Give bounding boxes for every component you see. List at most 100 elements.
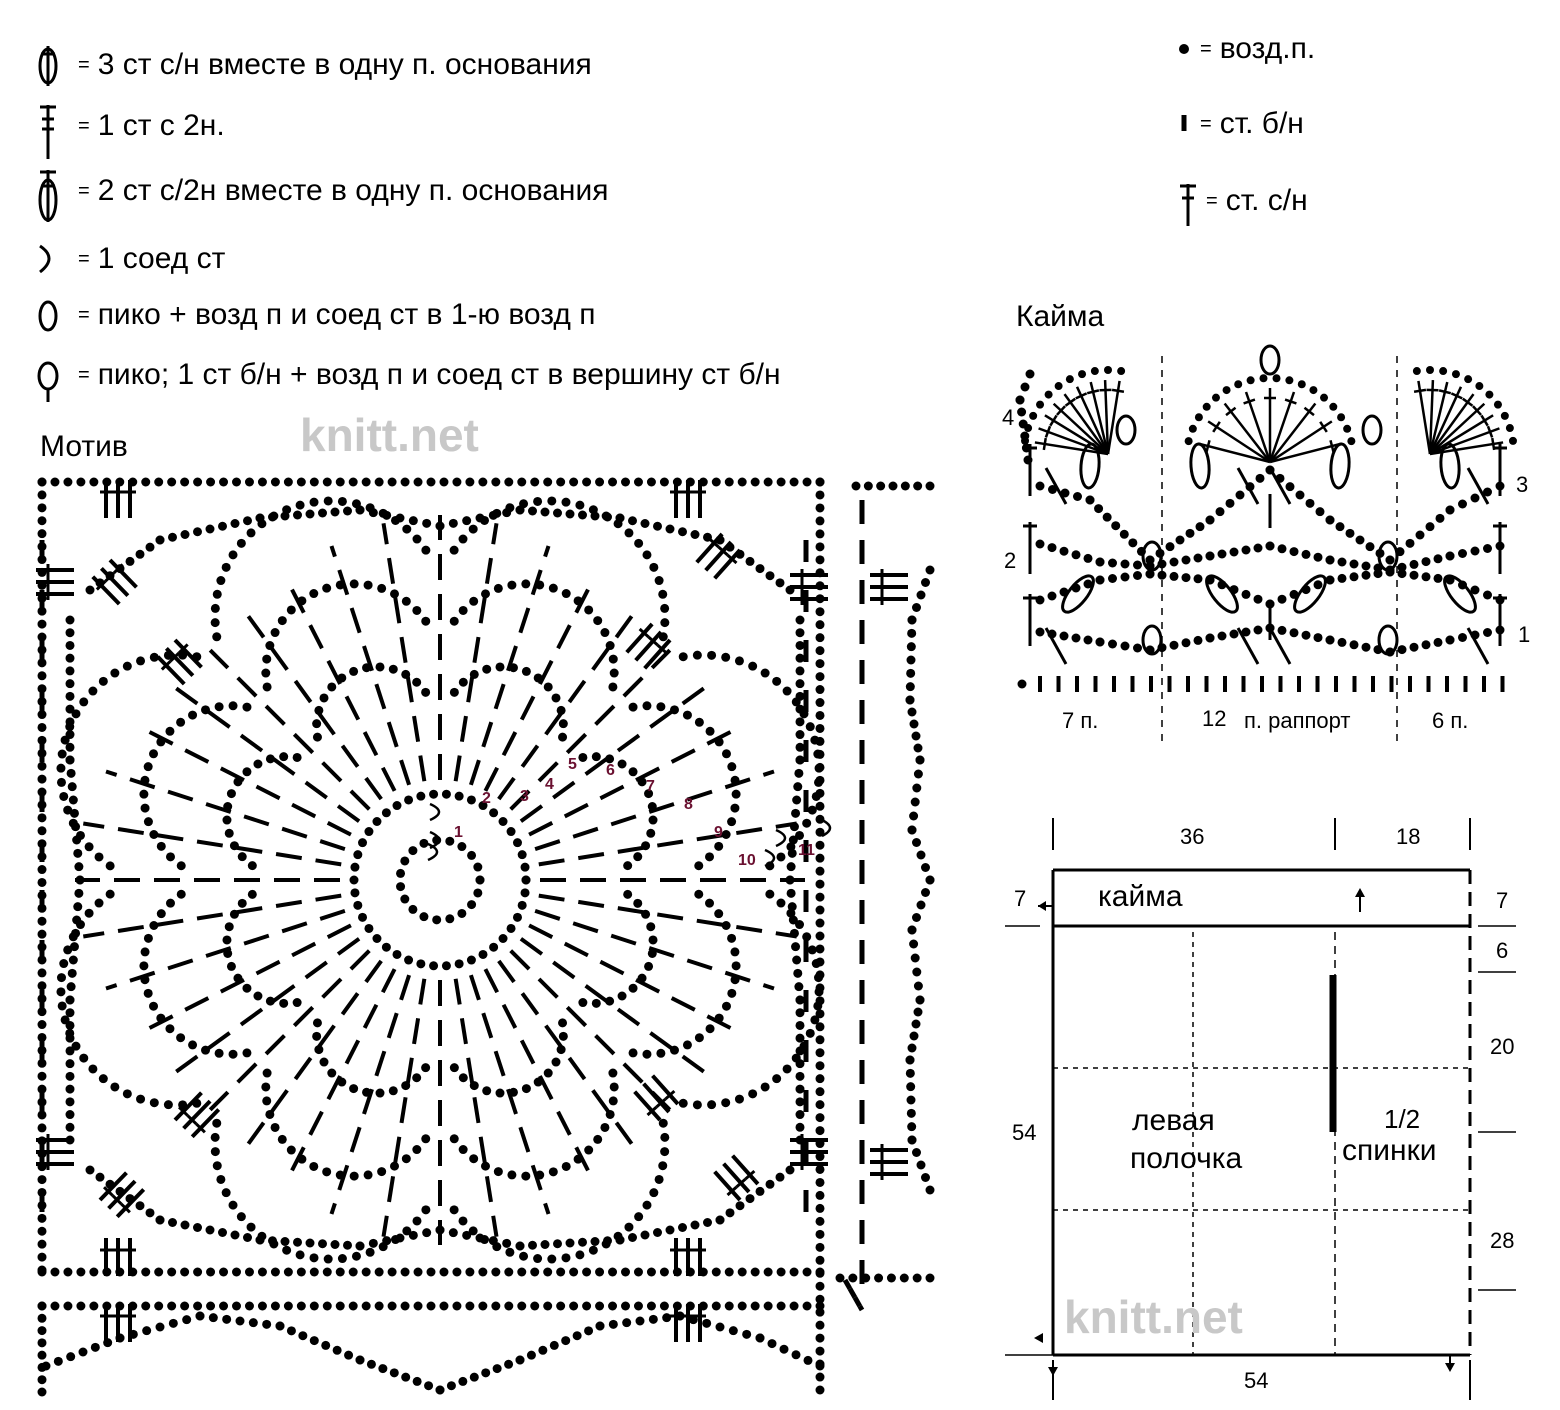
chain-dot <box>163 1100 173 1110</box>
chain-dot <box>469 669 479 679</box>
round-number: 10 <box>738 852 756 869</box>
chain-dot <box>813 1001 823 1011</box>
chain-dot <box>143 933 153 943</box>
chain-dot <box>378 1364 388 1374</box>
chain-dot <box>533 673 543 683</box>
chain-dot <box>815 1268 825 1278</box>
stitch-line <box>336 937 361 956</box>
chain-dot <box>628 1233 637 1242</box>
chain-dot <box>916 900 926 910</box>
chain-dot <box>312 732 322 742</box>
chain-dot <box>795 1059 805 1069</box>
chain-dot <box>37 1338 47 1348</box>
chain-dot <box>654 1174 664 1184</box>
chain-dot <box>65 717 75 727</box>
chain-dot <box>1193 553 1203 563</box>
stitch-line <box>1429 441 1504 456</box>
chain-dot <box>578 1237 587 1247</box>
chain-dot <box>644 961 654 971</box>
half-back-label-1: 1/2 <box>1384 1104 1421 1134</box>
chain-dot <box>795 1020 805 1030</box>
stitch-line <box>308 1110 324 1136</box>
chain-dot <box>478 949 488 959</box>
chain-dot <box>595 1301 605 1311</box>
chain-dot <box>495 1088 505 1098</box>
chain-dot <box>734 656 744 666</box>
chain-dot <box>262 682 272 692</box>
chain-dot <box>98 676 108 686</box>
chain-dot <box>755 1186 765 1196</box>
chain-dot <box>368 508 378 518</box>
chain-dot <box>210 618 220 628</box>
chain-dot <box>63 1267 73 1277</box>
chain-dot <box>37 1226 47 1236</box>
legend-item-dc: = ст. с/н <box>1176 176 1308 226</box>
chain-dot <box>458 1145 468 1155</box>
stitch-line <box>610 814 637 827</box>
equals-sign: = <box>78 363 90 386</box>
chain-dot <box>662 1313 672 1323</box>
chain-dot <box>343 1240 352 1250</box>
chain-dot <box>85 1165 95 1175</box>
chain-dot <box>1241 627 1251 637</box>
chain-dot <box>275 1321 285 1331</box>
chain-dot <box>538 1345 548 1355</box>
tr-cluster <box>1061 574 1095 614</box>
round-number: 5 <box>568 756 577 773</box>
stitch-line <box>459 1017 468 1045</box>
stitch-line <box>169 651 181 663</box>
round-number: 6 <box>606 762 615 779</box>
stitch-line <box>329 545 337 558</box>
chain-dot <box>223 802 233 812</box>
chain-dot <box>795 1084 805 1094</box>
stitch-line <box>622 1062 644 1084</box>
chain-dot <box>775 1172 785 1182</box>
chain-dot <box>912 967 922 977</box>
stitch-line <box>164 646 195 678</box>
stitch-line <box>565 732 588 755</box>
chain-dot <box>916 850 926 860</box>
stitch-line <box>1472 405 1482 416</box>
stitch-line <box>528 923 554 939</box>
chain-dot <box>591 998 601 1008</box>
stitch-line <box>731 1154 760 1186</box>
chain-dot <box>56 777 66 787</box>
chain-dot <box>348 1301 358 1311</box>
chain-dot <box>498 933 508 943</box>
chain-dot <box>454 959 464 969</box>
chain-dot <box>395 1233 405 1243</box>
chain-dot <box>906 655 916 665</box>
chain-dot <box>212 589 222 599</box>
chain-dot <box>1108 558 1117 568</box>
chain-dot <box>792 955 802 965</box>
stitch-line <box>1268 467 1292 505</box>
round-number: 11 <box>798 842 815 859</box>
chain-dot <box>745 1194 755 1204</box>
chain-dot <box>795 1097 805 1107</box>
chain-dot <box>642 701 652 711</box>
chain-dot <box>1329 402 1338 411</box>
chain-dot <box>906 668 916 678</box>
chain-dot <box>1241 545 1251 555</box>
chain-dot <box>646 922 656 932</box>
chain-dot <box>556 1045 566 1055</box>
chain-dot <box>37 877 47 887</box>
chain-dot <box>633 477 643 487</box>
stitch-line <box>1056 405 1066 416</box>
chain-dot <box>396 882 406 892</box>
chain-dot <box>37 529 47 539</box>
chain-dot <box>323 496 333 506</box>
left-front-label-1: левая <box>1132 1104 1215 1137</box>
chain-dot <box>656 702 666 712</box>
chain-dot <box>155 1322 165 1332</box>
chain-dot <box>913 769 923 779</box>
chain-dot <box>1259 374 1268 383</box>
stitch-line <box>243 933 270 946</box>
chain-dot <box>66 1352 76 1362</box>
chain-dot <box>84 908 94 918</box>
chain-dot <box>815 529 825 539</box>
chain-dot <box>265 996 275 1006</box>
chain-dot <box>660 1147 670 1157</box>
chain-dot <box>916 590 926 600</box>
chain-dot <box>1451 370 1460 379</box>
